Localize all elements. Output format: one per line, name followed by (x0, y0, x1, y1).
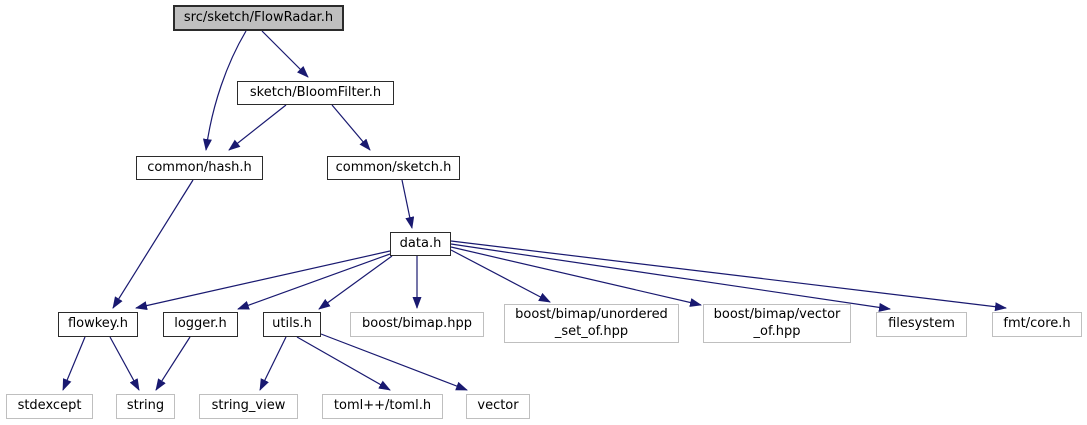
node-utils[interactable]: utils.h (263, 312, 321, 337)
edge-flowradar-bloomfilter (261, 30, 309, 78)
edge-utils-vector (320, 333, 468, 391)
edge-data-vectorof (450, 246, 702, 307)
node-sketch[interactable]: common/sketch.h (327, 156, 460, 180)
node-string: string (116, 394, 175, 419)
node-flowradar: src/sketch/FlowRadar.h (173, 5, 344, 31)
edge-flowradar-hash (202, 30, 247, 151)
edge-utils-stringview (259, 336, 287, 391)
edge-bloomfilter-sketch (331, 104, 371, 151)
node-vector: vector (466, 394, 530, 419)
node-vectorof: boost/bimap/vector _of.hpp (703, 304, 851, 343)
node-toml: toml++/toml.h (322, 394, 443, 419)
node-stdexcept: stdexcept (6, 394, 93, 419)
edge-data-logger (237, 253, 391, 310)
node-bimap: boost/bimap.hpp (350, 312, 484, 337)
node-unordered: boost/bimap/unordered _set_of.hpp (504, 304, 679, 343)
edge-hash-flowkey (112, 179, 194, 309)
edge-data-flowkey (135, 250, 391, 310)
node-filesystem: filesystem (876, 312, 967, 337)
edge-logger-string (155, 336, 191, 391)
node-fmtcore: fmt/core.h (992, 312, 1082, 337)
edge-data-filesystem (450, 243, 891, 312)
node-logger[interactable]: logger.h (163, 312, 238, 337)
edge-flowkey-stdexcept (62, 336, 86, 391)
node-stringview: string_view (199, 394, 298, 419)
node-bloomfilter[interactable]: sketch/BloomFilter.h (237, 81, 394, 105)
edge-utils-toml (296, 336, 391, 391)
edge-data-utils (318, 255, 393, 310)
node-hash[interactable]: common/hash.h (136, 156, 263, 180)
node-data[interactable]: data.h (390, 232, 451, 256)
edge-data-unordered (450, 249, 551, 303)
edge-bloomfilter-hash (228, 104, 287, 151)
edge-sketch-data (401, 179, 415, 229)
edge-group (62, 30, 1007, 391)
node-flowkey[interactable]: flowkey.h (58, 312, 138, 337)
edge-flowkey-string (109, 336, 140, 391)
edge-data-fmtcore (450, 240, 1007, 312)
